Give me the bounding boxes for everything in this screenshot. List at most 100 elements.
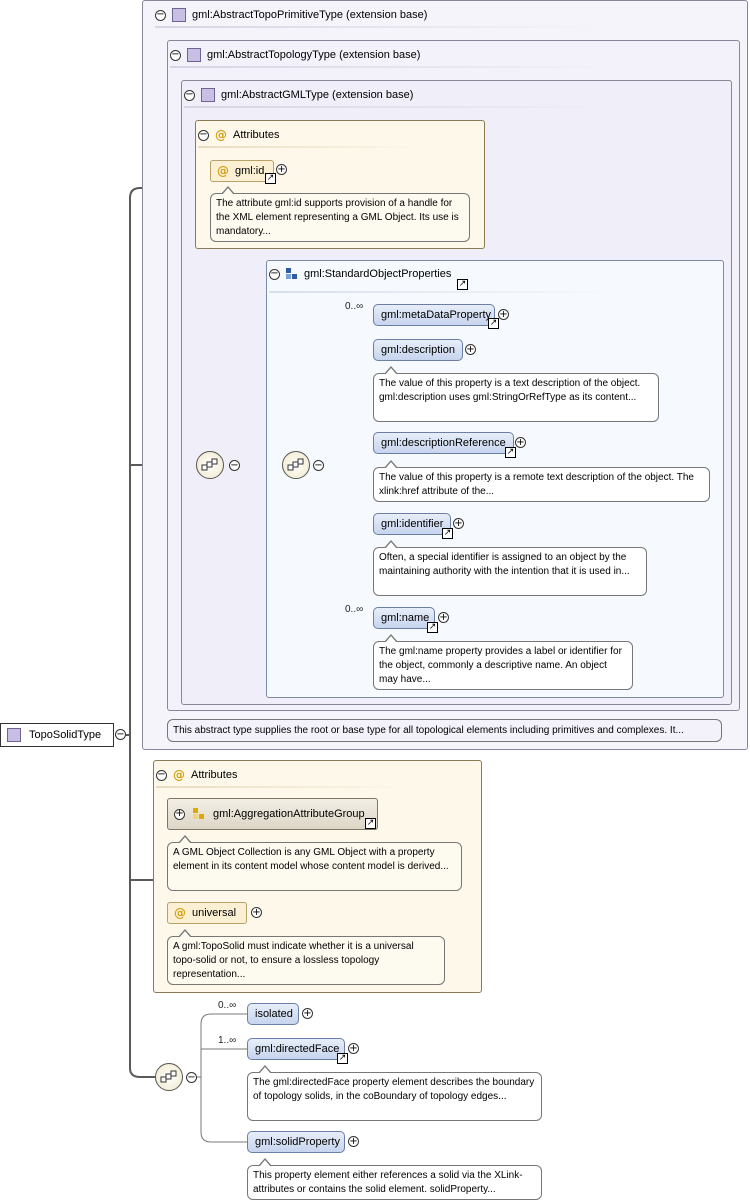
- expand-icon[interactable]: +: [302, 1007, 313, 1019]
- connector-to-attributes: [129, 187, 196, 735]
- element-gml-name-note: The gml:name property provides a label o…: [373, 634, 633, 690]
- element-label: gml:name: [381, 612, 430, 624]
- attribute-icon: @: [217, 164, 229, 178]
- cardinality-label: 0..∞: [345, 301, 364, 312]
- attribute-group-label: gml:AggregationAttributeGroup: [213, 808, 365, 820]
- collapse-icon[interactable]: −: [313, 459, 324, 471]
- attribute-universal-note: A gml:TopoSolid must indicate whether it…: [167, 929, 445, 985]
- element-label: gml:directedFace: [255, 1043, 340, 1055]
- complex-type-icon: [201, 88, 215, 102]
- standard-object-properties-header[interactable]: − gml:StandardObjectProperties: [269, 268, 451, 280]
- complex-type-icon: [7, 728, 21, 742]
- extension-topology-label: gml:AbstractTopologyType (extension base…: [207, 49, 421, 61]
- element-gml-solidproperty-note: This property element either references …: [247, 1158, 542, 1200]
- collapse-icon[interactable]: −: [269, 268, 280, 280]
- header-underline: [198, 146, 418, 148]
- element-label: gml:descriptionReference: [381, 437, 506, 449]
- attribute-icon: @: [173, 768, 185, 782]
- collapse-icon[interactable]: −: [156, 769, 167, 781]
- cardinality-label: 0..∞: [218, 1000, 237, 1011]
- collapse-icon[interactable]: −: [186, 1071, 197, 1083]
- root-type-topo-solid[interactable]: TopoSolidType: [0, 723, 114, 747]
- element-gml-descriptionreference-note: The value of this property is a remote t…: [373, 460, 710, 502]
- compositor-glyph: [201, 458, 218, 471]
- expand-icon[interactable]: +: [276, 163, 287, 175]
- element-label: gml:description: [381, 344, 455, 356]
- attribute-gml-id[interactable]: @ gml:id: [210, 160, 274, 182]
- sequence-compositor-icon[interactable]: [282, 451, 310, 479]
- collapse-icon[interactable]: −: [155, 9, 166, 21]
- element-gml-identifier[interactable]: gml:identifier: [373, 513, 451, 535]
- cardinality-label: 0..∞: [345, 604, 364, 615]
- collapse-icon[interactable]: −: [115, 728, 126, 740]
- reference-arrow-icon[interactable]: ↗: [442, 528, 453, 539]
- extension-gml-header[interactable]: − gml:AbstractGMLType (extension base): [184, 88, 413, 102]
- compositor-glyph: [160, 1070, 177, 1083]
- collapse-icon[interactable]: −: [198, 129, 209, 141]
- attributes-header-2[interactable]: − @ Attributes: [156, 768, 237, 782]
- element-gml-description[interactable]: gml:description: [373, 339, 463, 361]
- extension-topo-primitive-header[interactable]: − gml:AbstractTopoPrimitiveType (extensi…: [155, 8, 427, 22]
- element-gml-description-note: The value of this property is a text des…: [373, 366, 659, 422]
- attribute-universal[interactable]: @ universal: [167, 902, 247, 924]
- complex-type-icon: [172, 8, 186, 22]
- connector-to-sequence: [129, 735, 155, 1078]
- element-gml-name[interactable]: gml:name: [373, 607, 435, 629]
- element-label: gml:identifier: [381, 518, 444, 530]
- extension-topology-header[interactable]: − gml:AbstractTopologyType (extension ba…: [170, 48, 420, 62]
- element-label: gml:solidProperty: [255, 1136, 340, 1148]
- expand-icon[interactable]: +: [438, 611, 449, 623]
- reference-arrow-icon[interactable]: ↗: [337, 1053, 348, 1064]
- element-gml-metadataproperty[interactable]: gml:metaDataProperty: [373, 304, 495, 326]
- expand-icon[interactable]: +: [251, 906, 262, 918]
- reference-arrow-icon[interactable]: ↗: [488, 318, 499, 329]
- element-gml-solidproperty[interactable]: gml:solidProperty: [247, 1131, 345, 1153]
- expand-icon[interactable]: +: [515, 436, 526, 448]
- attribute-gml-id-note: The attribute gml:id supports provision …: [210, 186, 470, 242]
- group-compositor-icon[interactable]: [196, 451, 224, 479]
- complex-type-icon: [187, 48, 201, 62]
- attribute-group-icon: [193, 808, 205, 820]
- element-gml-directedface-note: The gml:directedFace property element de…: [247, 1065, 542, 1121]
- element-gml-identifier-note: Often, a special identifier is assigned …: [373, 540, 647, 596]
- header-underline: [170, 66, 620, 68]
- expand-icon[interactable]: +: [453, 517, 464, 529]
- element-label: gml:metaDataProperty: [381, 309, 492, 321]
- abstract-type-note: This abstract type supplies the root or …: [167, 719, 722, 742]
- expand-icon[interactable]: +: [348, 1042, 359, 1054]
- header-underline: [269, 291, 609, 293]
- expand-icon[interactable]: +: [465, 343, 476, 355]
- header-underline: [156, 786, 406, 788]
- expand-icon[interactable]: +: [348, 1135, 359, 1147]
- collapse-icon[interactable]: −: [184, 89, 195, 101]
- attribute-gml-id-label: gml:id: [235, 165, 265, 177]
- header-underline: [155, 26, 605, 28]
- extension-topo-primitive-label: gml:AbstractTopoPrimitiveType (extension…: [192, 9, 428, 21]
- attribute-group-note: A GML Object Collection is any GML Objec…: [167, 835, 462, 891]
- expand-icon[interactable]: +: [174, 808, 185, 820]
- reference-arrow-icon[interactable]: ↗: [265, 173, 276, 184]
- element-gml-directedface[interactable]: gml:directedFace: [247, 1038, 345, 1060]
- extension-gml-label: gml:AbstractGMLType (extension base): [221, 89, 414, 101]
- root-type-label: TopoSolidType: [29, 729, 102, 741]
- element-gml-descriptionreference[interactable]: gml:descriptionReference: [373, 432, 514, 454]
- attributes-title: Attributes: [233, 129, 280, 141]
- element-isolated[interactable]: isolated: [247, 1003, 299, 1025]
- connector-to-attributes-2: [129, 735, 154, 881]
- cardinality-label: 1..∞: [218, 1035, 237, 1046]
- collapse-icon[interactable]: −: [229, 459, 240, 471]
- attributes-title-2: Attributes: [191, 769, 238, 781]
- element-label: isolated: [255, 1008, 293, 1020]
- attribute-icon: @: [174, 906, 186, 920]
- reference-arrow-icon[interactable]: ↗: [457, 279, 468, 290]
- attributes-header[interactable]: − @ Attributes: [198, 128, 279, 142]
- reference-arrow-icon[interactable]: ↗: [365, 818, 376, 829]
- attribute-icon: @: [215, 128, 227, 142]
- group-icon: [286, 268, 298, 280]
- reference-arrow-icon[interactable]: ↗: [505, 447, 516, 458]
- collapse-icon[interactable]: −: [170, 49, 181, 61]
- attribute-group-aggregation[interactable]: + gml:AggregationAttributeGroup: [167, 798, 378, 830]
- sequence-compositor-icon[interactable]: [155, 1063, 183, 1091]
- reference-arrow-icon[interactable]: ↗: [427, 622, 438, 633]
- expand-icon[interactable]: +: [498, 308, 509, 320]
